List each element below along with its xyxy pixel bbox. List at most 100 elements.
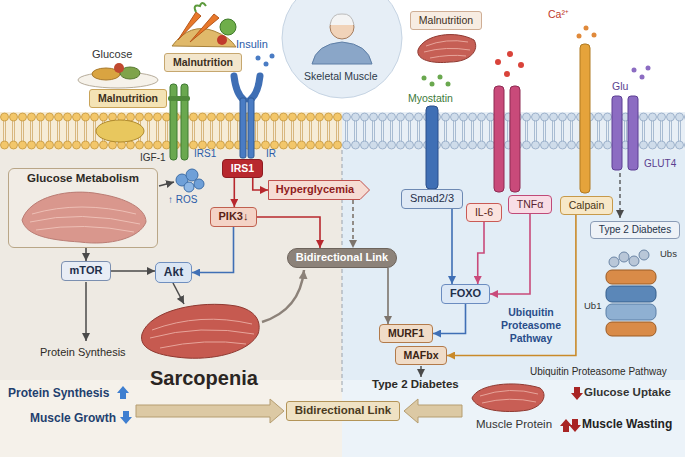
condition-box: Type 2 Diabetes <box>590 221 680 239</box>
proteasome-illustration <box>629 256 639 266</box>
process-panel: Glucose Metabolism <box>8 168 158 248</box>
curved-arrow <box>262 270 304 322</box>
vegetable-illustration <box>190 14 219 42</box>
glut4-channel <box>646 66 651 71</box>
insulin-receptor <box>234 76 244 100</box>
molecule-label: Myostatin <box>408 92 453 105</box>
arrow-line <box>173 283 184 304</box>
muscle-sample <box>424 41 470 58</box>
patient-figure <box>330 14 354 25</box>
connector-arrow <box>192 227 234 273</box>
patient-figure <box>312 42 372 64</box>
vegetable-illustration <box>217 35 227 45</box>
patient-figure <box>282 0 402 98</box>
insulin-receptor <box>248 98 254 158</box>
outcome-label: Muscle Growth <box>30 411 116 425</box>
receptor-label: IRS1 <box>194 148 216 160</box>
pathway-label: Ubiquitin Proteasome Pathway <box>530 366 667 378</box>
food-plate <box>114 63 124 73</box>
outcome-label: Muscle Wasting <box>582 417 672 431</box>
node-text: Calpain <box>568 199 605 212</box>
igf-receptor <box>170 84 177 160</box>
cytokine-receptor <box>518 62 524 68</box>
outcome-label: Muscle Protein <box>476 418 552 432</box>
link-box: Bidirectional Link <box>287 248 397 268</box>
myostatin-receptor <box>422 76 427 81</box>
connector-arrow <box>352 200 354 248</box>
ion-label: Ca²⁺ <box>548 8 569 21</box>
connector-arrow <box>387 268 389 324</box>
protein-box: Akt <box>155 262 192 283</box>
connector-arrow <box>451 209 453 284</box>
proteasome-illustration <box>606 286 656 302</box>
molecule-label: ↑ ROS <box>168 194 197 206</box>
wasting-muscle <box>472 384 544 412</box>
pathway-label: Ubiquitin Proteasome Pathway <box>497 306 565 345</box>
condition-title: Sarcopenia <box>150 366 258 390</box>
connector-arrow <box>234 178 236 207</box>
sarcopenia-muscle <box>142 304 260 358</box>
trend-arrows <box>117 386 583 432</box>
sarcopenia-muscle <box>142 304 260 358</box>
cytokine-receptor <box>494 86 504 192</box>
vegetable-illustration <box>220 19 236 35</box>
protein-box: IRS1 <box>222 159 263 178</box>
igf-receptor <box>168 84 190 160</box>
bidirectional-arrows <box>136 399 462 423</box>
sarcopenia-muscle <box>150 319 254 348</box>
molecule-label: Ub1 <box>584 300 601 311</box>
outcome-label: Protein Synthesis <box>8 386 109 400</box>
node-text: Bidirectional Link <box>295 251 389 264</box>
node-text: Akt <box>163 265 184 279</box>
calcium-channel <box>580 44 590 193</box>
node-text: Malnutrition <box>97 92 159 105</box>
food-plate <box>78 63 158 88</box>
outcome-label: Glucose Uptake <box>584 386 671 400</box>
trend-arrows <box>120 411 132 424</box>
tissue-label: Skeletal Muscle <box>304 70 378 83</box>
myostatin-receptor <box>430 82 435 87</box>
molecule-label: Glucose <box>92 48 132 61</box>
dashed-arrow <box>619 173 620 218</box>
node-text: Hyperglycemia <box>275 183 355 196</box>
trend-arrows <box>569 419 581 432</box>
link-banner: Bidirectional Link <box>286 401 400 421</box>
insulin-receptor <box>256 56 261 61</box>
receptor-label: IR <box>266 148 276 160</box>
condition-label: Type 2 Diabetes <box>372 378 459 392</box>
node-text: PIK3↓ <box>218 210 249 223</box>
cytoplasm-ground <box>0 150 685 457</box>
cytokine-receptor <box>494 51 524 192</box>
arrow-line <box>85 282 87 341</box>
calcium-channel <box>584 26 589 31</box>
ros-cluster <box>176 169 204 192</box>
proteasome-illustration <box>606 304 656 320</box>
glut4-channel <box>628 96 638 170</box>
trend-arrows <box>117 386 129 399</box>
receptor-label: GLUT4 <box>644 158 676 170</box>
pancreas-shape <box>96 120 144 142</box>
glut4-channel <box>632 68 637 73</box>
receptor-label: IGF-1 <box>140 152 166 164</box>
proteasome-illustration <box>639 250 649 260</box>
insulin-receptor <box>250 76 260 100</box>
node-text: TNFα <box>516 198 544 211</box>
vegetable-illustration <box>172 3 236 47</box>
protein-box: PIK3↓ <box>210 207 257 227</box>
node-text: MAFbx <box>403 349 439 362</box>
node-text: Malnutrition <box>172 56 234 69</box>
cytokine-receptor <box>504 71 510 77</box>
cytokine-receptor <box>495 59 501 65</box>
connector-arrow <box>85 248 87 261</box>
myostatin-receptor <box>426 106 438 189</box>
condition-banner: Malnutrition <box>89 89 167 108</box>
ros-cluster <box>186 169 198 181</box>
molecule-label: Ubs <box>660 248 677 259</box>
ros-cluster <box>184 182 194 192</box>
connector-arrow <box>257 217 320 248</box>
molecule-label: Glu <box>612 80 628 93</box>
patient-figure <box>282 0 402 98</box>
muscle-sample <box>418 35 476 63</box>
condition-banner: Malnutrition <box>164 53 242 72</box>
